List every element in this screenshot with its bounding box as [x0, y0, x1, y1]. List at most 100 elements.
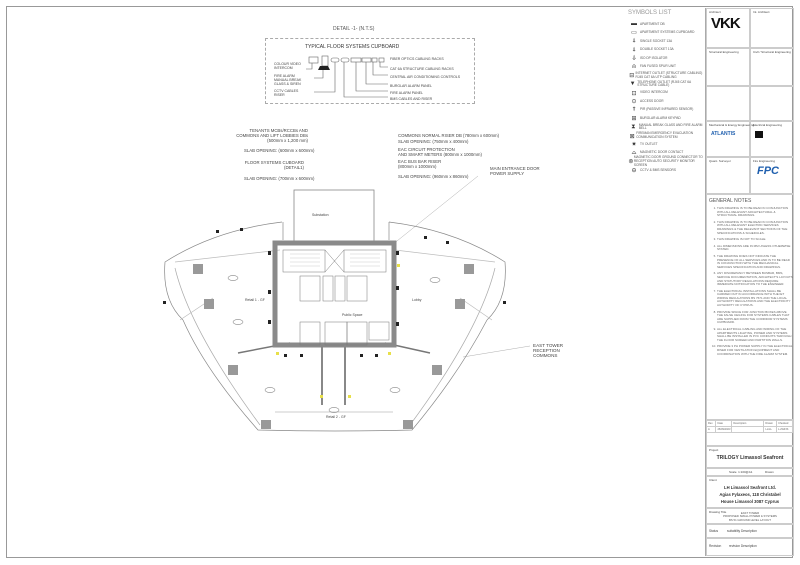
general-note: THIS DRAWING IS TO BE READ IN CONJUNCTIO…: [717, 206, 793, 218]
symbol-row: ▭APARTMENT SYSTEMS CUPBOARD: [628, 29, 704, 38]
symbol-icon: ⍋: [632, 37, 636, 44]
room-lobby: Lobby: [412, 298, 422, 302]
detail-label-fire-alarm: FIRE ALARM MANUAL BREAK GLASS & SIREN: [274, 74, 302, 86]
symbol-label: APARTMENT DB: [640, 21, 665, 26]
detail-box: [265, 38, 475, 104]
symbol-row: ⊡VIDEO INTERCOM: [628, 89, 704, 98]
civil-cell: Civil / Structural Engineering: [750, 48, 794, 86]
annotation-slab-opening-4: SLAB OPENING: (960mm x 860mm): [398, 174, 469, 179]
symbol-label: FAN FUSED SPUR UNIT: [640, 64, 676, 69]
detail-label-bms: BMS CABLES AND RISER: [390, 97, 433, 101]
revision-cell-text: L.ZAIFIS: [777, 427, 793, 432]
architect-logo: VKK: [711, 15, 741, 32]
symbol-icon: ⊙: [631, 99, 637, 106]
symbol-icon: ⍙: [632, 55, 636, 62]
symbol-label: ACCESS DOOR: [640, 98, 664, 103]
symbol-label: MAGNETIC DOOR GROUND CONNECTOR TO RECEPT…: [633, 155, 703, 167]
annotation-east-tower: EAST TOWER RECEPTION COMMONS: [533, 343, 564, 359]
scale-cell: Scale 1:100@A1 Drawn: [706, 468, 794, 476]
detail-subtitle: TYPICAL FLOOR SYSTEMS CUPBOARD: [305, 44, 400, 50]
annotation-tenants-db: TENANTS MCBs/RCCBs AND COMMONS AND LIFT …: [236, 128, 308, 144]
quantity-cell: Quant. Surveyor: [706, 157, 750, 194]
annotation-main-entrance: MAIN ENTRANCE DOOR POWER SUPPLY: [490, 166, 540, 177]
mechanical-cell: Mechanical & Energy Engineering ATLANTIS: [706, 121, 754, 157]
revision-cell-text: Description: [732, 421, 765, 426]
substation-room: [293, 189, 375, 242]
symbol-row: ⊙ACCESS DOOR: [628, 97, 704, 106]
blank-cell-2: [750, 86, 794, 121]
core-walls: [272, 240, 397, 348]
revision-cell-text: Rev: [707, 421, 717, 426]
drawing-title-cell: Drawing Title EAST TOWER PROPOSED SMALL …: [706, 508, 794, 524]
detail-siren-symbol: [318, 66, 330, 70]
symbol-row: ⊖CCTV & BMS SENSORS: [628, 166, 704, 175]
revision-cell-text: Date: [716, 421, 733, 426]
annotation-commons-riser: COMMONS NORMAL RISER DB (780mm x 600mm): [398, 133, 500, 138]
drawing-frame: [6, 6, 793, 558]
electrical-cell: Electrical Engineering: [750, 121, 794, 157]
symbol-row: ⍒PIR (PASSIVE INFRARED SENSOR): [628, 106, 704, 115]
symbol-row: ⊟INTERNET OUTLET (STRUCTURE CABLING) RJ4…: [628, 71, 704, 81]
detail-label-fiber: FIBER OPTICS CABLING RACKS: [390, 57, 444, 61]
symbol-label: PIR (PASSIVE INFRARED SENSOR): [640, 107, 694, 112]
revision-cell-text: LL/LL: [764, 427, 778, 432]
symbol-label: INTERNET OUTLET (STRUCTURE CABLING) RJ45…: [635, 71, 703, 79]
symbol-row: ⊚MAGNETIC DOOR GROUND CONNECTOR TO RECEP…: [628, 155, 704, 167]
general-note: ANY DISCREPANCY BETWEEN BUSBAR, BMS, SER…: [717, 271, 793, 286]
symbol-icon: ▼: [629, 81, 636, 88]
fire-cell: Fire Engineering FPC: [750, 157, 794, 194]
symbol-label: BURGLAR ALARM KEYPAD: [640, 116, 681, 121]
symbol-label: MANUAL BREAK GLASS AND FIRE ALARM BELL: [638, 122, 703, 131]
symbol-icon: ⊠: [629, 133, 635, 140]
revision-cell-text: [732, 427, 765, 432]
client-line: House Limassol 3087 Cyprus: [720, 499, 780, 504]
general-note: THE DRAWING DOES NOT INDICATE THE PRESEN…: [717, 254, 793, 269]
symbol-icon: ⧗: [631, 123, 636, 130]
client-cell: Client LH Limassol Seafront Ltd. Agias F…: [706, 476, 794, 508]
architect-cell: Architect VKK: [706, 8, 750, 48]
revision-cell-text: Checked: [777, 421, 793, 426]
symbol-icon: ⊖: [631, 167, 637, 174]
project-name: TRILOGY Limassol Seafront: [716, 455, 784, 461]
symbol-icon: ⍝: [632, 63, 636, 70]
interior-cell: Int. Architect: [750, 8, 794, 48]
symbols-list: SYMBOLS LIST ▬APARTMENT DB▭APARTMENT SYS…: [628, 10, 704, 175]
revision-cell-text: 26/09/2023: [717, 427, 733, 432]
symbol-icon: ⊡: [631, 90, 637, 97]
annotation-eac-busbar: EAC BUS BAR RISER (800mm x 1000mm): [398, 159, 442, 170]
annotation-eac-circuit: EAC CIRCUIT PROTECTION AND SMART METERS …: [398, 147, 482, 158]
symbol-label: APARTMENT SYSTEMS CUPBOARD: [640, 30, 695, 35]
symbol-row: ⍋SINGLE SOCKET 13A: [628, 37, 704, 46]
general-note: PROVIDE 3 PH POWER SUPPLY IN THE ELECTRI…: [717, 345, 793, 356]
symbol-row: ▬APARTMENT DB: [628, 20, 704, 29]
general-note: ALL ELECTRICAL CABLING AND WIRING OF THE…: [717, 327, 793, 342]
mechanical-logo: ATLANTIS: [711, 131, 736, 137]
general-note: THE ELECTRICAL INSTALLATIONS SHALL BE CA…: [717, 289, 793, 308]
drawing-title-line: EAST TOWER: [740, 511, 760, 515]
blank-cell-1: [706, 86, 750, 121]
revision-cell-text: Drawn: [764, 421, 778, 426]
symbol-row: ⍝ FAN FUSED SPUR UNIT: [628, 63, 704, 72]
symbol-label: DOUBLE SOCKET 13A: [640, 47, 674, 52]
drawing-title-line: PROPOSED SMALL POWER & SYSTEMS: [723, 514, 777, 519]
symbol-icon: ⊟: [629, 73, 635, 80]
symbol-icon: ✷: [631, 142, 637, 149]
detail-label-aircon: CENTRAL AIR CONDITIONING CONTROLS: [390, 75, 461, 79]
structural-columns: [193, 264, 474, 429]
general-notes: GENERAL NOTES THIS DRAWING IS TO BE READ…: [706, 194, 794, 420]
symbol-row: ⊠FIREMAN EMERGENCY EVACUATION COMMUNICAT…: [628, 132, 704, 141]
revision-cell-text: A: [707, 427, 717, 432]
title-block: Architect VKK Int. Architect Structural …: [705, 8, 794, 556]
project-cell: Project TRILOGY Limassol Seafront: [706, 446, 794, 468]
symbol-row: ⊞BURGLAR ALARM KEYPAD: [628, 115, 704, 124]
symbol-label: CCTV & BMS SENSORS: [640, 167, 676, 172]
detail-label-burglar: BURGLAR ALARM PANEL: [390, 84, 432, 88]
symbol-icon: ▭: [631, 30, 637, 37]
revision-cell: Revision revision Description: [706, 538, 794, 556]
detail-title: DETAIL -1- (N.T.S): [333, 26, 375, 32]
general-notes-title: GENERAL NOTES: [709, 198, 752, 204]
symbol-row: ▼TELEPHONE OUTLET (RJ45 CAT 6A STRUCTURE…: [628, 80, 704, 89]
general-note: THIS DRAWING IS TO BE READ IN CONJUNCTIO…: [717, 220, 793, 235]
